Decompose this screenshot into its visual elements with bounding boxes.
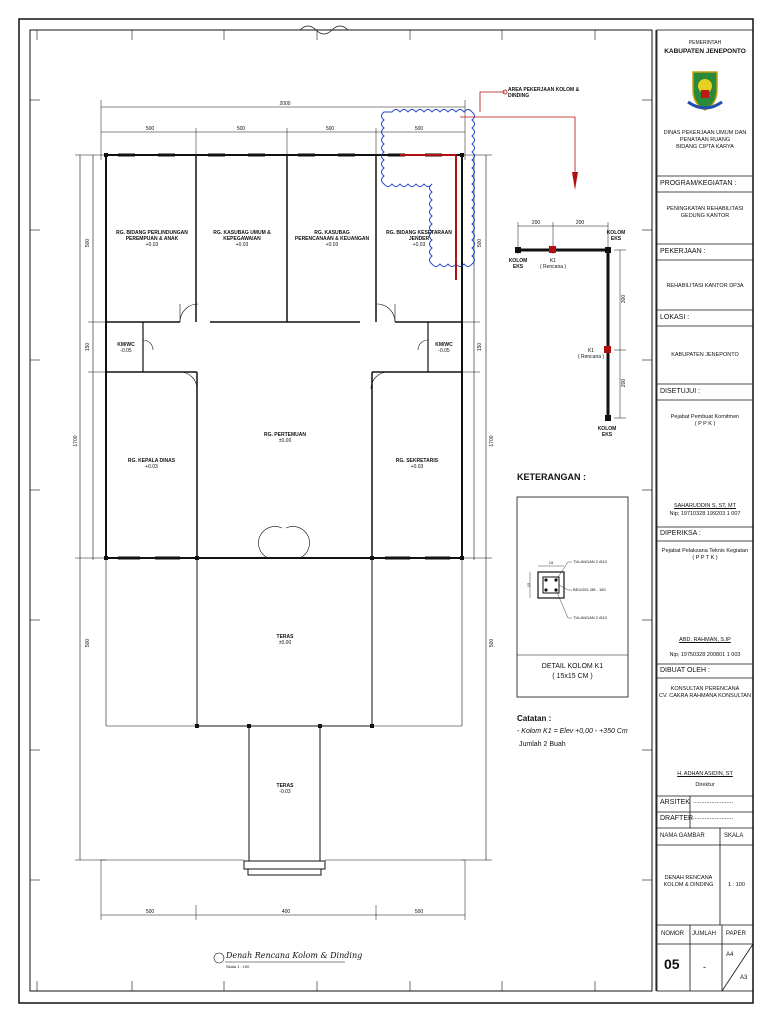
arsitek-label: ARSITEK	[660, 799, 690, 806]
approved-role: Pejabat Pembuat Komitmen( P P K )	[670, 414, 740, 427]
checked-heading: DIPERIKSA :	[660, 530, 701, 537]
room-label: RG. PERTEMUAN±0.00	[264, 432, 306, 444]
arsitek-value: ........................	[693, 799, 734, 805]
bottom-dimension: 500	[414, 909, 424, 915]
catatan-line: - Kolom K1 = Elev +0,00 - +350 Cm	[517, 728, 628, 735]
top-dimension: 500	[325, 126, 335, 132]
section-dimension: 15	[548, 560, 554, 565]
gov-line: KABUPATEN JENEPONTO	[664, 48, 746, 55]
work-area-label: AREA PEKERJAAN KOLOM &DINDING	[508, 87, 580, 99]
drafter-label: DRAFTER	[660, 815, 694, 822]
program-heading: PROGRAM/KEGIATAN :	[660, 180, 737, 187]
bottom-dimension: 500	[145, 909, 155, 915]
checked-name: ABD. RAHMAN, S.IP	[679, 637, 731, 643]
sheet-count: -	[703, 962, 706, 972]
regency-logo-icon	[687, 71, 723, 111]
k1-label: K1( Rencana )	[577, 348, 605, 360]
approved-heading: DISETUJUI :	[660, 388, 701, 395]
work-heading: PEKERJAAN :	[660, 248, 706, 255]
made-role: Direktur	[695, 782, 715, 788]
room-label: RG. KEPALA DINAS+0.03	[127, 458, 176, 470]
scale-value: 1 : 100	[728, 882, 745, 888]
top-dimension: 500	[145, 126, 155, 132]
detail-caption: DETAIL KOLOM K1( 15x15 CM )	[541, 663, 604, 680]
keterangan-heading: KETERANGAN :	[517, 472, 586, 482]
location-value: KABUPATEN JENEPONTO	[671, 352, 739, 358]
room-label: KM/WC-0.05	[435, 342, 453, 354]
checked-role: Pejabat Pelaksana Teknis Kegiatan( P P T…	[661, 548, 749, 561]
nama-gambar-label: NAMA GAMBAR	[660, 833, 705, 839]
drawing-caption: Denah Rencana Kolom & Dinding	[226, 951, 363, 960]
room-label: RG. KASUBAG UMUM &KEPEGAWAIAN+0.03	[213, 230, 271, 248]
approved-name: SAHARUDDIN S, ST, MT	[673, 503, 737, 509]
work-value: REHABILITASI KANTOR DP3A	[666, 283, 744, 289]
rebar-callout: TULANGAN 2 Ø10	[573, 615, 607, 620]
drawing-scale: Skala 1 : 100	[226, 964, 250, 969]
made-name: H. ADHAN ASIDIN, ST	[677, 771, 733, 777]
rebar-callout: TULANGAN 2 Ø10	[573, 559, 607, 564]
paper-size: A3	[740, 975, 748, 981]
location-heading: LOKASI :	[660, 314, 690, 321]
catatan-line: Jumlah 2 Buah	[519, 741, 566, 748]
detail-dimension: 200	[531, 220, 541, 226]
gov-line: PEMERINTAH	[688, 40, 722, 46]
overall-dimension: 2000	[279, 101, 291, 107]
skala-label: SKALA	[724, 833, 744, 839]
room-label: TERAS±0.00	[276, 634, 294, 646]
room-label: TERAS-0.03	[276, 783, 294, 795]
nomor-label: NOMOR	[661, 931, 684, 937]
bottom-dimension: 400	[281, 909, 291, 915]
top-dimension: 500	[414, 126, 424, 132]
catatan-heading: Catatan :	[517, 714, 552, 723]
room-label: KM/WC-0.05	[117, 342, 135, 354]
jumlah-label: JUMLAH	[692, 931, 717, 937]
made-heading: DIBUAT OLEH :	[660, 667, 710, 674]
stirrup-callout: BEUGEL Ø8 - 150	[573, 587, 606, 592]
detail-dimension: 200	[575, 220, 585, 226]
sheet-number: 05	[664, 956, 680, 972]
top-dimension: 500	[236, 126, 246, 132]
paper-size: A4	[726, 952, 734, 958]
approved-nip: Nip; 19710328 199203 1 007	[669, 511, 741, 517]
drafter-value: ........................	[693, 815, 734, 821]
room-label: RG. SEKRETARIS+0.03	[395, 458, 439, 470]
k1-label: K1( Rencana )	[539, 258, 567, 270]
paper-label: PAPER	[726, 931, 746, 937]
checked-nip: Nip; 19750328 200801 1 003	[669, 652, 741, 658]
